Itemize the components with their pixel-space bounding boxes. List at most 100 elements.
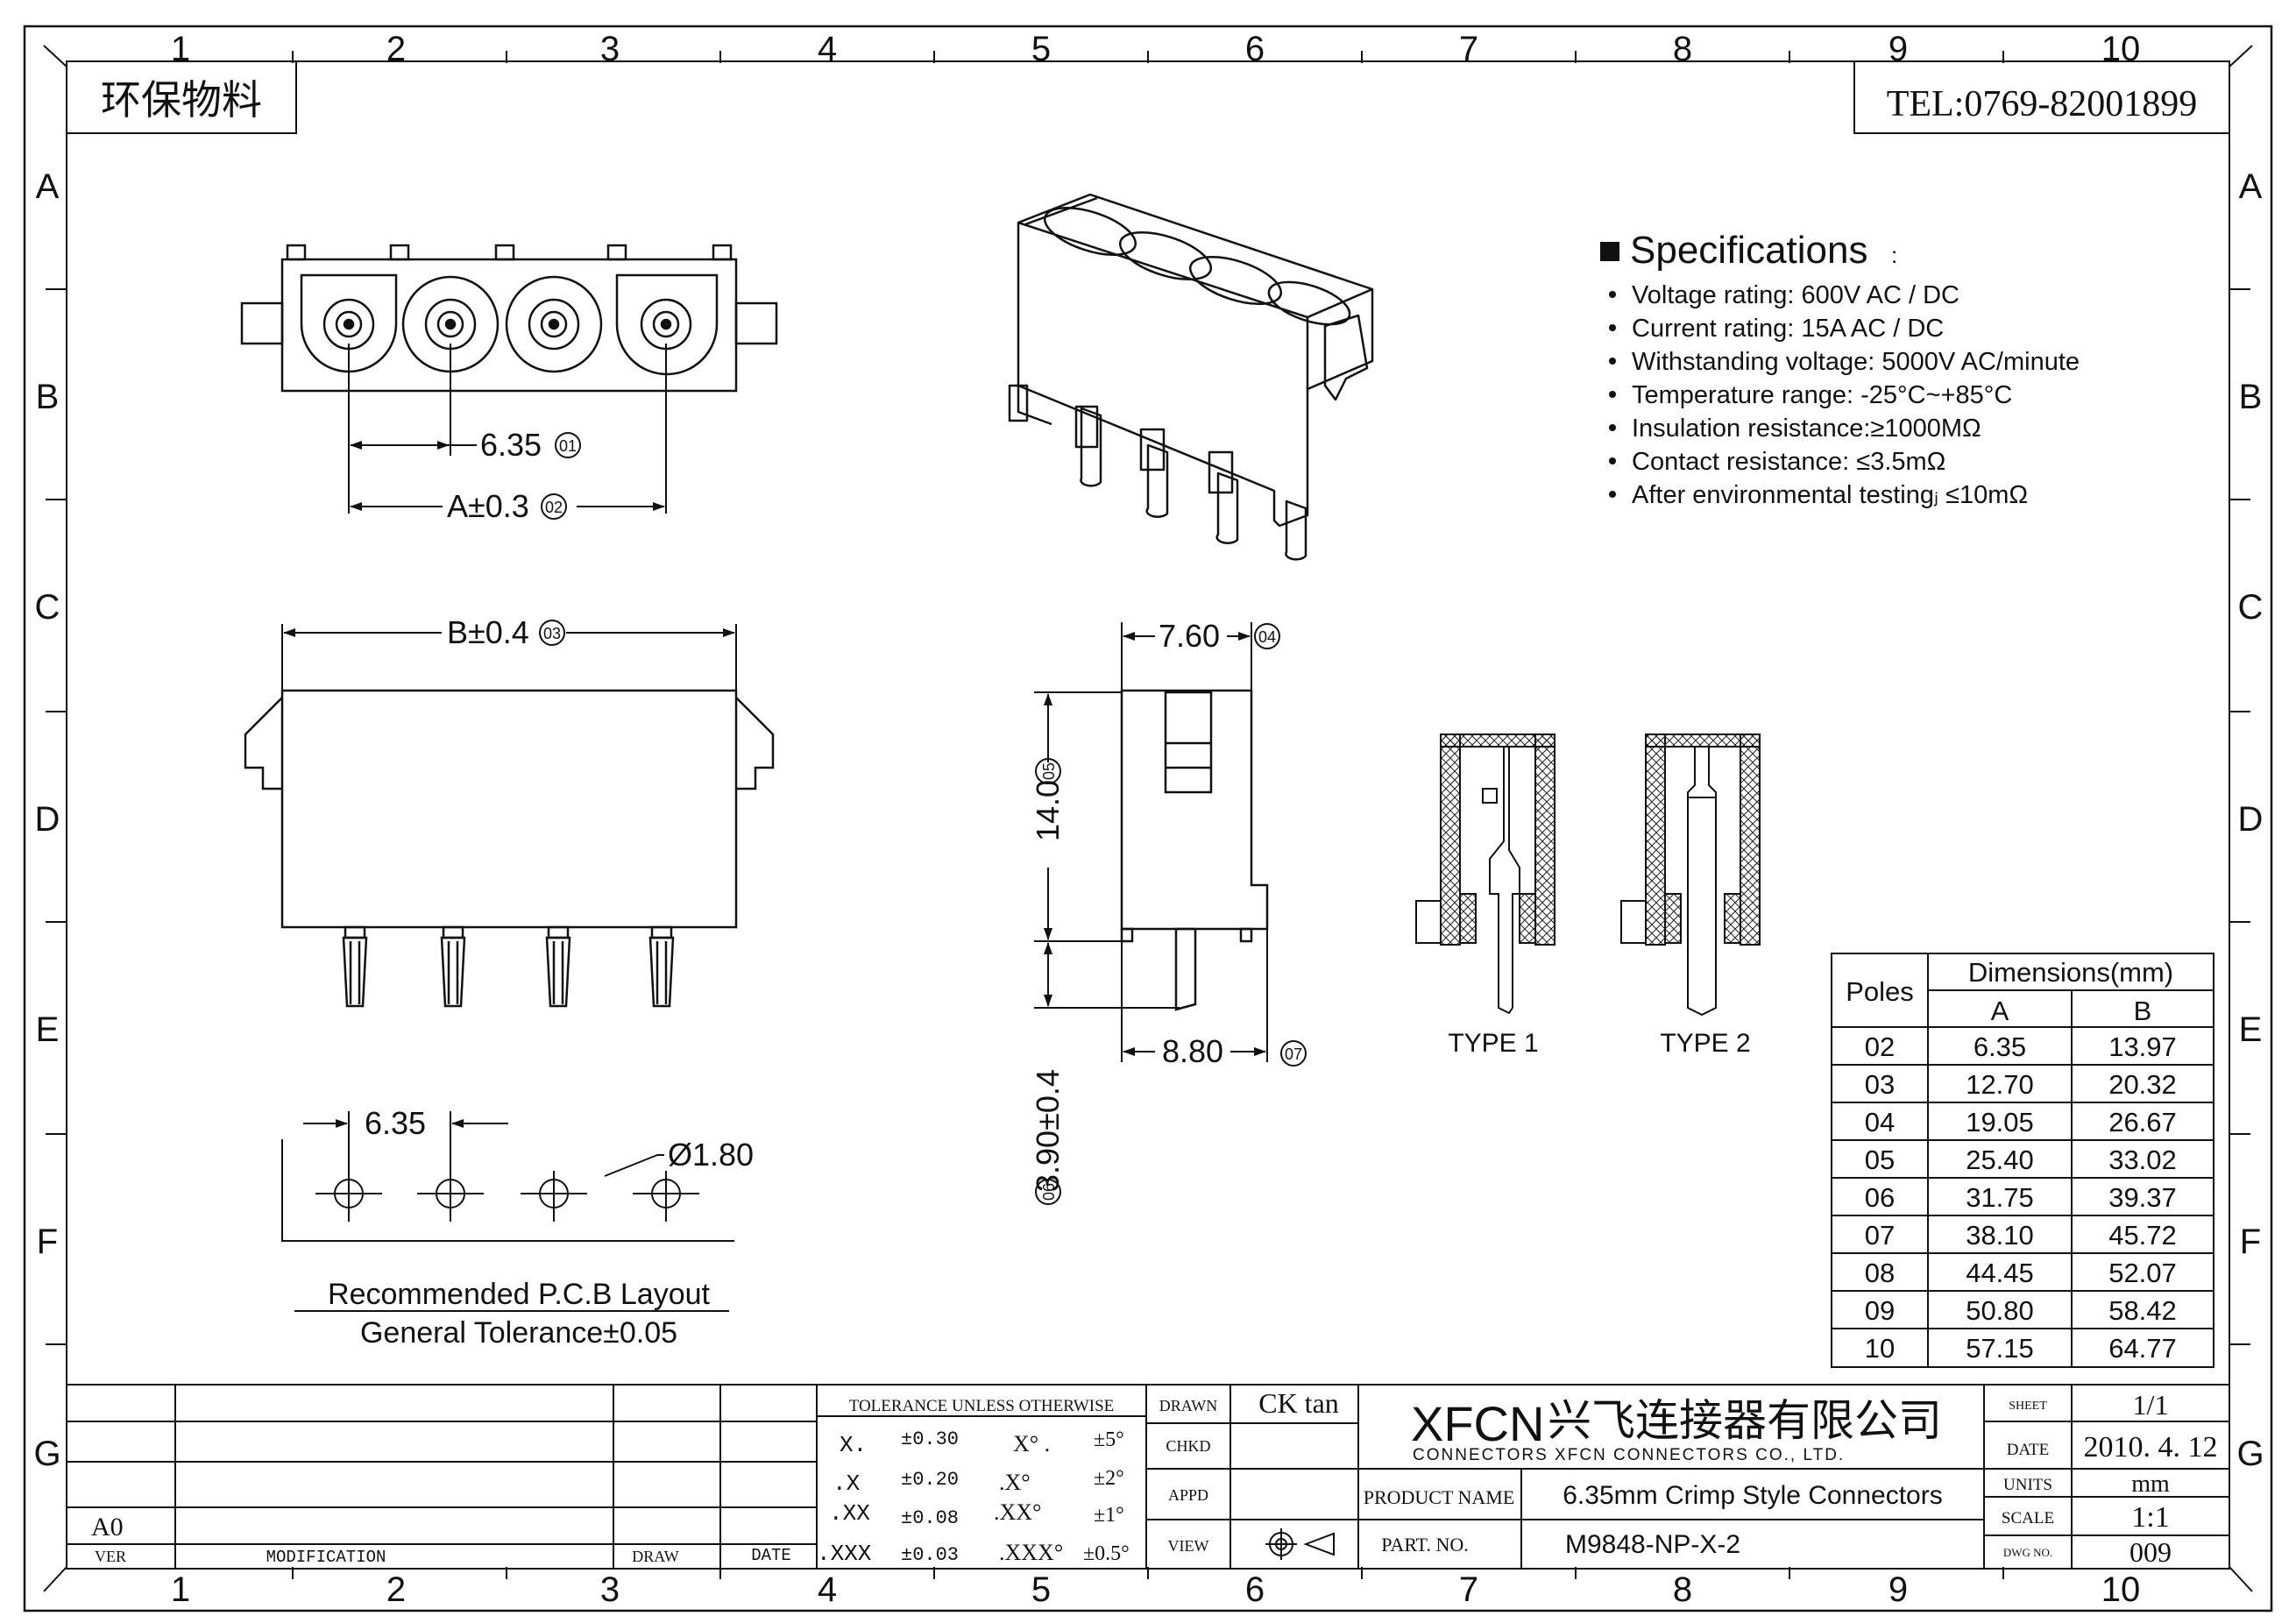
col-number: 8	[1673, 30, 1692, 68]
draw-label: DRAW	[632, 1548, 679, 1565]
date-label: DATE	[751, 1546, 791, 1565]
ver-label: VER	[95, 1548, 126, 1565]
col-number: 7	[1459, 1570, 1478, 1609]
spec-item: Current rating: 15A AC / DC	[1632, 315, 1944, 343]
row-letter: C	[2238, 588, 2264, 627]
svg-text:26.67: 26.67	[2108, 1107, 2177, 1138]
table-header-b: B	[2134, 996, 2152, 1026]
scale-value: 1:1	[2131, 1501, 2169, 1534]
front-view	[244, 689, 775, 1008]
svg-text:09: 09	[1865, 1295, 1895, 1326]
side-view	[1120, 689, 1269, 1011]
company-name-en: CONNECTORS XFCN CONNECTORS CO., LTD.	[1413, 1446, 1845, 1464]
dim-tag-02: 02	[541, 493, 567, 520]
tol-key: .XXX	[817, 1541, 872, 1567]
svg-text:64.77: 64.77	[2108, 1333, 2177, 1364]
tol-key: X.	[840, 1432, 867, 1458]
spec-title-colon: :	[1891, 242, 1897, 268]
side-view-dimensions	[1034, 622, 1268, 1062]
row-letter: G	[33, 1435, 60, 1473]
company-brand: XFCN	[1411, 1396, 1544, 1451]
tol-val: ±2°	[1094, 1467, 1124, 1490]
drawn-label: DRAWN	[1159, 1397, 1218, 1414]
svg-text:13.97: 13.97	[2108, 1031, 2177, 1062]
svg-text:01: 01	[559, 437, 577, 455]
dim-tag-06: 06	[1035, 1179, 1061, 1205]
dim-tag-03: 03	[539, 620, 565, 646]
col-number: 7	[1459, 30, 1478, 68]
svg-text:31.75: 31.75	[1966, 1182, 2034, 1213]
dim-tag-05: 05	[1035, 758, 1061, 784]
date-value: 2010. 4. 12	[2084, 1431, 2218, 1464]
col-number: 9	[1889, 30, 1908, 68]
svg-text:05: 05	[1040, 762, 1058, 780]
tol-val: ±1°	[1094, 1504, 1124, 1527]
section-type-2	[1620, 734, 1761, 1017]
svg-text:12.70: 12.70	[1966, 1069, 2034, 1100]
frame-row-letters-right: A B C D E F G	[2236, 167, 2264, 1473]
svg-text:25.40: 25.40	[1966, 1145, 2034, 1175]
tol-key: .XX	[829, 1500, 870, 1527]
table-row: 03 12.70 20.32	[1865, 1069, 2177, 1100]
svg-text:45.72: 45.72	[2108, 1220, 2177, 1251]
row-letter: D	[2238, 800, 2264, 839]
top-view	[240, 244, 778, 393]
dwg-no-label: DWG NO.	[2003, 1546, 2052, 1559]
table-row: 06 31.75 39.37	[1865, 1182, 2177, 1213]
date-label-2: DATE	[2007, 1441, 2050, 1459]
svg-text:50.80: 50.80	[1966, 1295, 2034, 1326]
svg-text:6.35: 6.35	[1974, 1031, 2026, 1062]
col-number: 4	[818, 1570, 837, 1609]
tol-key: .X	[833, 1471, 861, 1497]
third-angle-projection-icon	[1265, 1528, 1335, 1560]
svg-text:04: 04	[1258, 628, 1276, 646]
col-number: 1	[171, 1570, 190, 1609]
sheet-value: 1/1	[2133, 1389, 2169, 1421]
svg-text:08: 08	[1865, 1258, 1895, 1288]
col-number: 6	[1245, 1570, 1265, 1609]
units-label: UNITS	[2003, 1476, 2052, 1494]
material-tag: 环保物料	[101, 78, 262, 123]
pcb-caption: Recommended P.C.B Layout	[328, 1278, 711, 1311]
table-header-dimensions: Dimensions(mm)	[1968, 957, 2173, 988]
svg-text:07: 07	[1285, 1045, 1302, 1063]
col-number: 1	[171, 30, 190, 68]
dimension-table	[1831, 953, 2215, 1368]
svg-text:06: 06	[1865, 1182, 1895, 1213]
product-name-label: PRODUCT NAME	[1364, 1486, 1515, 1508]
dim-pitch-01	[348, 344, 667, 514]
col-number: 3	[600, 1570, 620, 1609]
tol-val: ±0.20	[901, 1469, 959, 1491]
spec-item: Insulation resistance:≥1000MΩ	[1632, 415, 1981, 443]
units-value: mm	[2131, 1471, 2170, 1498]
table-header-a: A	[1991, 996, 2009, 1026]
svg-text:33.02: 33.02	[2108, 1145, 2177, 1175]
dim-pitch-value: 6.35	[480, 427, 542, 463]
tol-key: .XX°	[994, 1499, 1041, 1525]
tol-key: .X°	[999, 1470, 1031, 1495]
approval-block: DRAWN CK tan CHKD APPD VIEW	[1159, 1387, 1339, 1560]
spec-item: Contact resistance: ≤3.5mΩ	[1632, 448, 1945, 476]
row-letter: A	[36, 167, 60, 206]
front-pin-3	[545, 925, 571, 1008]
svg-text:58.42: 58.42	[2108, 1295, 2177, 1326]
front-pin-1	[342, 925, 368, 1008]
svg-text:02: 02	[545, 499, 563, 516]
tol-key: .XXX°	[999, 1540, 1063, 1565]
chkd-label: CHKD	[1166, 1437, 1210, 1455]
sheet-label: SHEET	[2009, 1400, 2047, 1413]
tol-val: ±0.03	[901, 1544, 959, 1566]
table-row: 05 25.40 33.02	[1865, 1145, 2177, 1175]
tolerance-title: TOLERANCE UNLESS OTHERWISE	[849, 1397, 1115, 1415]
spec-item: Withstanding voltage: 5000V AC/minute	[1632, 348, 2080, 376]
col-number: 5	[1031, 1570, 1051, 1609]
dim-a-value: A±0.3	[447, 488, 529, 524]
col-number: 2	[386, 30, 406, 68]
pcb-layout	[281, 1111, 734, 1242]
col-number: 9	[1889, 1570, 1908, 1609]
svg-text:02: 02	[1865, 1031, 1895, 1062]
row-letter: E	[2239, 1010, 2263, 1049]
table-row: 09 50.80 58.42	[1865, 1295, 2177, 1326]
svg-text:14.0: 14.0	[1030, 780, 1066, 841]
dim-b-03	[281, 624, 737, 691]
